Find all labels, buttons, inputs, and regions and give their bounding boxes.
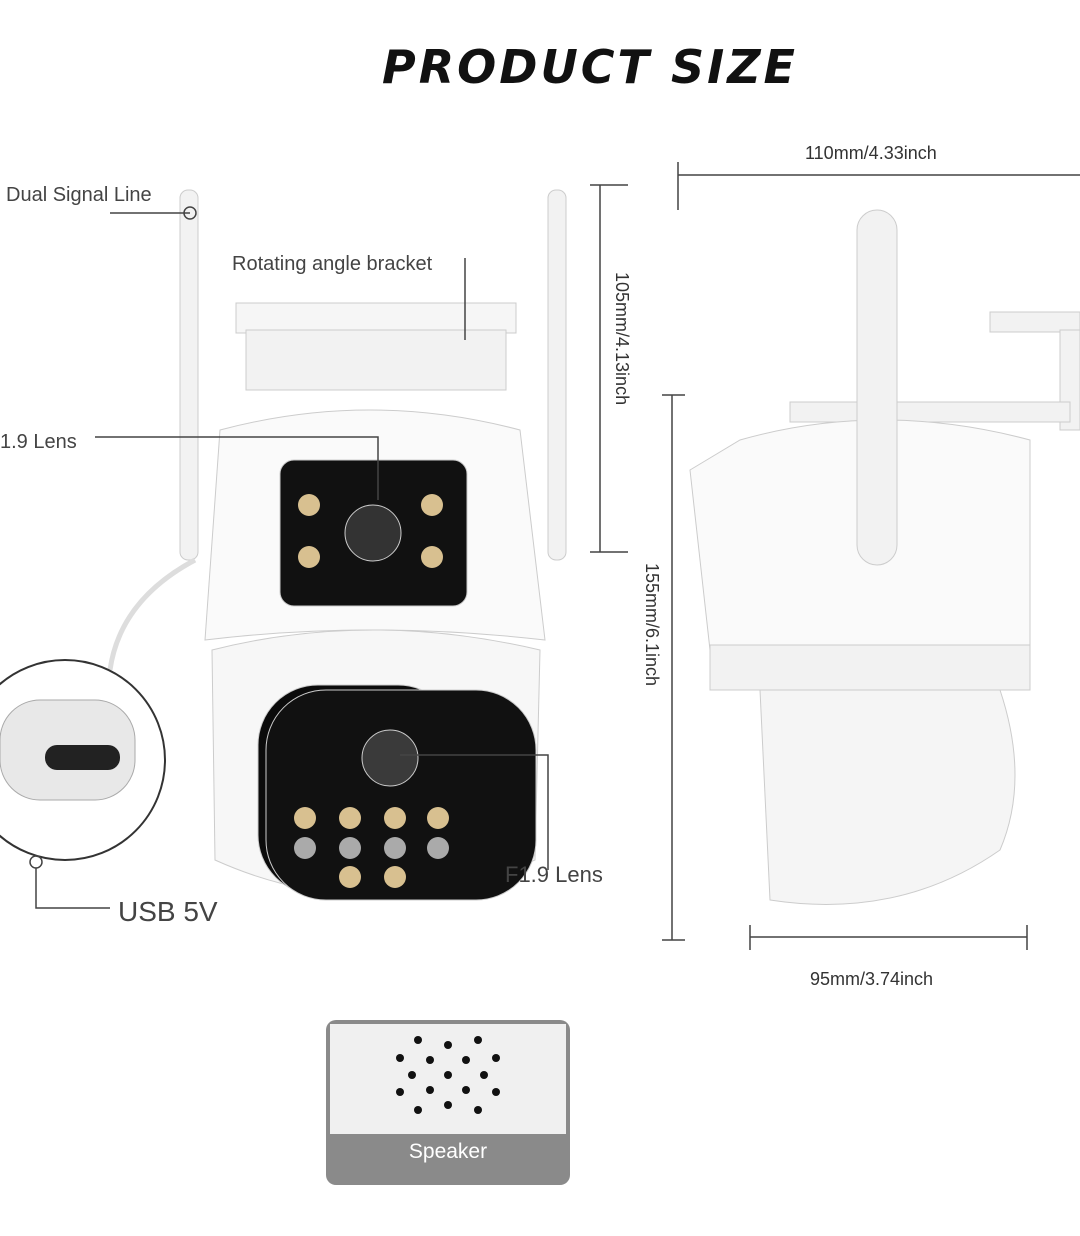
bottom-lens-label: F1.9 Lens [505, 862, 603, 887]
height-upper-dimension: 105mm/4.13inch [612, 272, 632, 406]
width-bottom-dimension: 95mm/3.74inch [810, 969, 934, 989]
front-camera [107, 189, 567, 901]
width-top-dimension: 110mm/4.33inch [805, 143, 937, 163]
dual-signal-line-label: Dual Signal Line [6, 184, 152, 206]
height-total-dimension: 155mm/6.1inch [642, 563, 662, 687]
speaker-label: Speaker [408, 1140, 488, 1163]
top-lens-label: 1.9 Lens [0, 431, 77, 453]
page-title: PRODUCT SIZE [382, 40, 798, 94]
usb-label: USB 5V [118, 896, 218, 927]
rotating-bracket-label: Rotating angle bracket [232, 253, 433, 275]
speaker-holes [396, 1036, 500, 1114]
side-camera [689, 209, 1080, 905]
